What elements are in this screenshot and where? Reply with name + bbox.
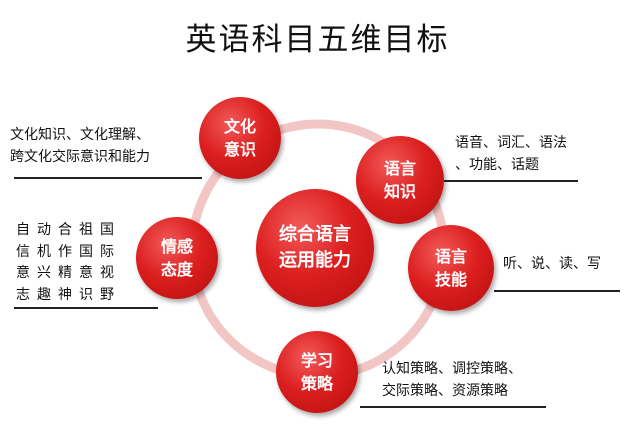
node-culture: 文化 意识 <box>199 97 281 179</box>
node-skills: 语言 技能 <box>408 225 494 311</box>
center-node-label: 综合语言 运用能力 <box>279 224 351 271</box>
rule-knowledge <box>444 180 578 182</box>
label-strategy: 认知策略、调控策略、 交际策略、资源策略 <box>382 361 522 399</box>
label-attitude: 自动合祖国 信机作国际 意兴精意视 志趣神识野 <box>16 222 121 303</box>
node-knowledge-label: 语言 知识 <box>383 159 416 201</box>
node-skills-label: 语言 技能 <box>434 247 467 289</box>
node-attitude-label: 情感 态度 <box>160 237 193 279</box>
node-strategy-label: 学习 策略 <box>300 351 333 393</box>
label-culture: 文化知识、文化理解、 跨文化交际意识和能力 <box>10 127 150 165</box>
node-strategy: 学习 策略 <box>276 331 358 413</box>
center-node: 综合语言 运用能力 <box>256 189 374 307</box>
rule-attitude <box>14 307 158 309</box>
node-attitude: 情感 态度 <box>136 217 218 299</box>
rule-strategy <box>360 406 546 408</box>
node-culture-label: 文化 意识 <box>223 117 256 159</box>
node-knowledge: 语言 知识 <box>356 136 444 224</box>
rule-culture <box>14 177 202 179</box>
rule-skills <box>494 290 620 292</box>
label-skills: 听、说、读、写 <box>503 256 601 272</box>
page-title: 英语科目五维目标 <box>185 22 450 58</box>
label-knowledge: 语音、词汇、语法 、功能、话题 <box>455 135 567 173</box>
